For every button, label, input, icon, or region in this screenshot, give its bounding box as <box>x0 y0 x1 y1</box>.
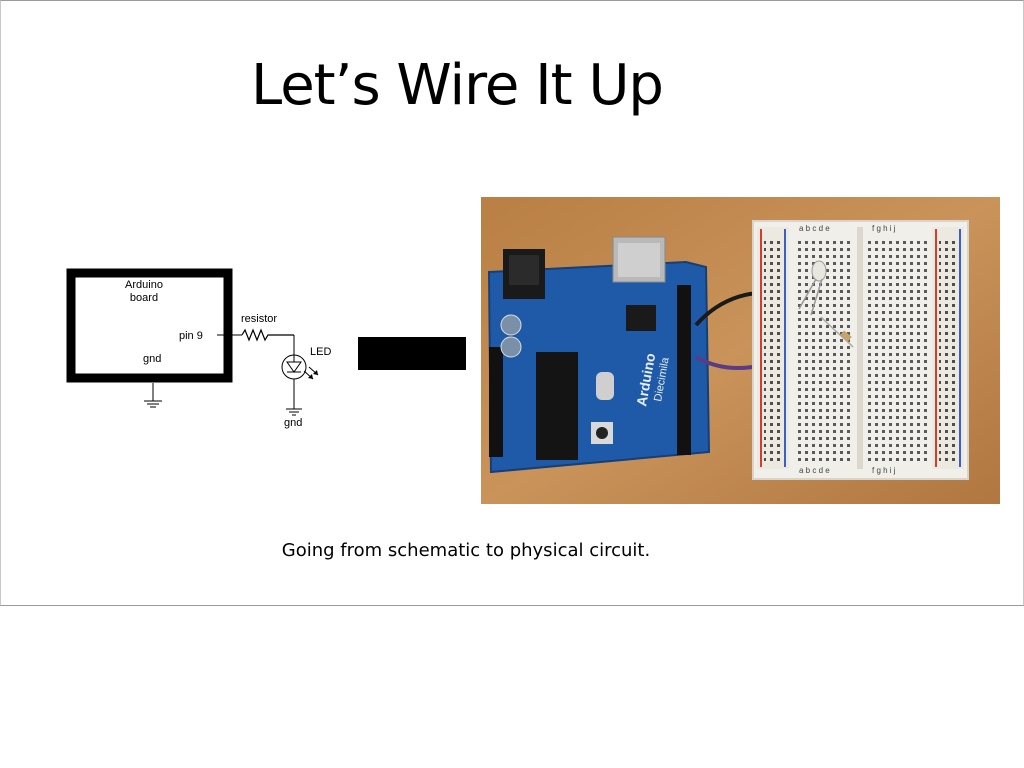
pin-9-label: pin 9 <box>179 330 203 342</box>
transition-arrow-block <box>358 337 466 370</box>
board-label-line1: Arduino <box>125 279 163 291</box>
arduino-board: Arduino Diecimila <box>487 236 711 474</box>
schematic-diagram: Arduino board pin 9 gnd resistor LED gnd <box>66 268 331 429</box>
led-gnd-label: gnd <box>284 417 302 429</box>
led-label: LED <box>310 346 331 358</box>
resistor-label: resistor <box>241 313 277 325</box>
svg-text:f g h i j: f g h i j <box>872 466 896 475</box>
board-gnd-label: gnd <box>143 353 161 365</box>
slide-caption: Going from schematic to physical circuit… <box>281 540 651 561</box>
breadboard: a b c d e f g h i j a b c d e f g h i j <box>752 220 969 480</box>
svg-text:a b c d e: a b c d e <box>799 224 830 233</box>
atmega-chip <box>536 352 578 460</box>
svg-text:a b c d e: a b c d e <box>799 466 830 475</box>
board-label-line2: board <box>130 292 158 304</box>
arduino-board-outline <box>66 268 233 383</box>
resistor-component <box>820 316 854 348</box>
slide: Let’s Wire It Up Arduino board pin 9 gnd… <box>0 0 1024 606</box>
led-component <box>811 260 827 282</box>
circuit-photo: Arduino Diecimila a b c d e <box>481 197 1000 504</box>
resistor-symbol <box>241 328 294 342</box>
slide-title: Let’s Wire It Up <box>251 53 664 118</box>
svg-text:f g h i j: f g h i j <box>872 224 896 233</box>
